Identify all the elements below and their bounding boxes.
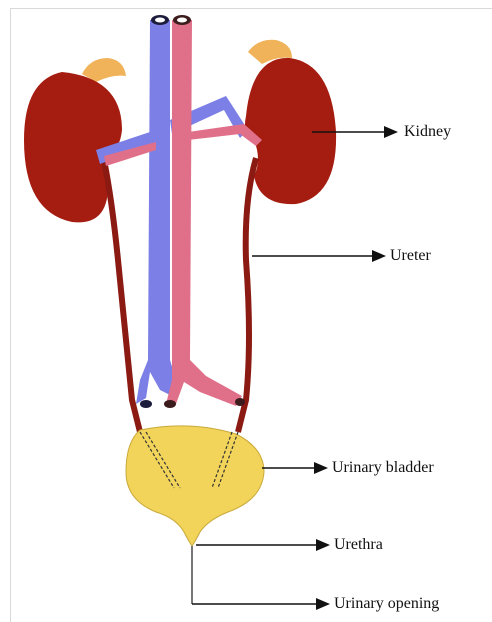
right-ureter — [238, 158, 256, 432]
aorta-opening-inner — [177, 18, 187, 23]
left-ureter — [104, 160, 140, 432]
right-iliac-vein-opening — [164, 400, 176, 408]
ureter-pointer-arrow — [372, 250, 386, 262]
right-kidney — [245, 58, 336, 204]
bladder-pointer-arrow — [314, 462, 328, 474]
vena-cava-opening-inner — [155, 18, 165, 23]
ureter-label: Ureter — [390, 246, 431, 266]
opening-pointer-arrow — [316, 598, 330, 610]
urinary-opening-label: Urinary opening — [334, 594, 439, 614]
kidney-pointer-arrow — [384, 126, 398, 138]
left-iliac-vein-opening — [140, 400, 152, 408]
urethra-label: Urethra — [334, 535, 383, 555]
right-iliac-artery-opening — [235, 398, 245, 406]
aorta — [166, 20, 242, 406]
urinary-bladder — [126, 426, 264, 546]
urethra-pointer-arrow — [316, 539, 330, 551]
inferior-vena-cava — [136, 20, 176, 404]
urinary-bladder-label: Urinary bladder — [332, 458, 434, 478]
kidney-label: Kidney — [404, 122, 451, 142]
